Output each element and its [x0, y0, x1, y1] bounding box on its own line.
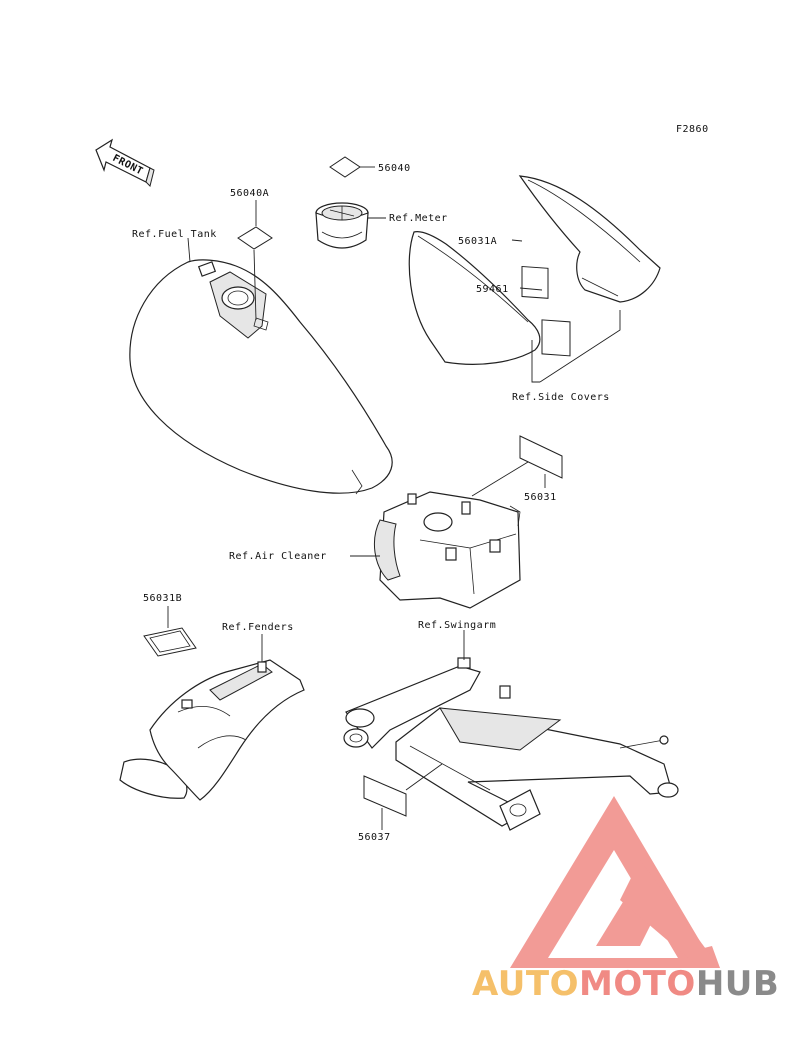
fenders-drawing [119, 659, 305, 801]
label-56031b: 56031B [143, 593, 182, 604]
label-ref-meter: Ref.Meter [389, 213, 448, 224]
watermark-text: AUTOMOTOHUB [472, 964, 779, 1004]
watermark-moto: MOTO [579, 964, 696, 1004]
label-59461: 59461 [476, 284, 509, 295]
sticker-56040a [237, 226, 273, 250]
label-ref-fenders: Ref.Fenders [222, 622, 294, 633]
sticker-59461 [541, 319, 571, 357]
sticker-56040 [329, 156, 361, 178]
label-ref-air-cleaner: Ref.Air Cleaner [229, 551, 327, 562]
automotohub-logo-icon [510, 796, 720, 968]
figure-code: F2860 [676, 124, 709, 135]
sticker-56031 [519, 435, 563, 479]
air-cleaner-drawing [374, 491, 521, 609]
label-56031: 56031 [524, 492, 557, 503]
watermark-auto: AUTO [472, 964, 579, 1004]
label-56040: 56040 [378, 163, 411, 174]
label-56040a: 56040A [230, 188, 269, 199]
label-ref-swingarm: Ref.Swingarm [418, 620, 496, 631]
swingarm-drawing [343, 657, 679, 831]
label-56031a: 56031A [458, 236, 497, 247]
meter-drawing [315, 202, 369, 249]
label-56037: 56037 [358, 832, 391, 843]
sticker-56037 [363, 775, 407, 817]
sticker-56031a [521, 265, 549, 299]
label-ref-side-covers: Ref.Side Covers [512, 392, 610, 403]
label-ref-fuel-tank: Ref.Fuel Tank [132, 229, 217, 240]
fuel-tank-drawing [129, 259, 393, 495]
side-covers-drawing [408, 175, 661, 365]
front-arrow-icon: FRONT [95, 138, 155, 187]
sticker-56031b [143, 627, 197, 657]
watermark-hub: HUB [696, 964, 779, 1004]
